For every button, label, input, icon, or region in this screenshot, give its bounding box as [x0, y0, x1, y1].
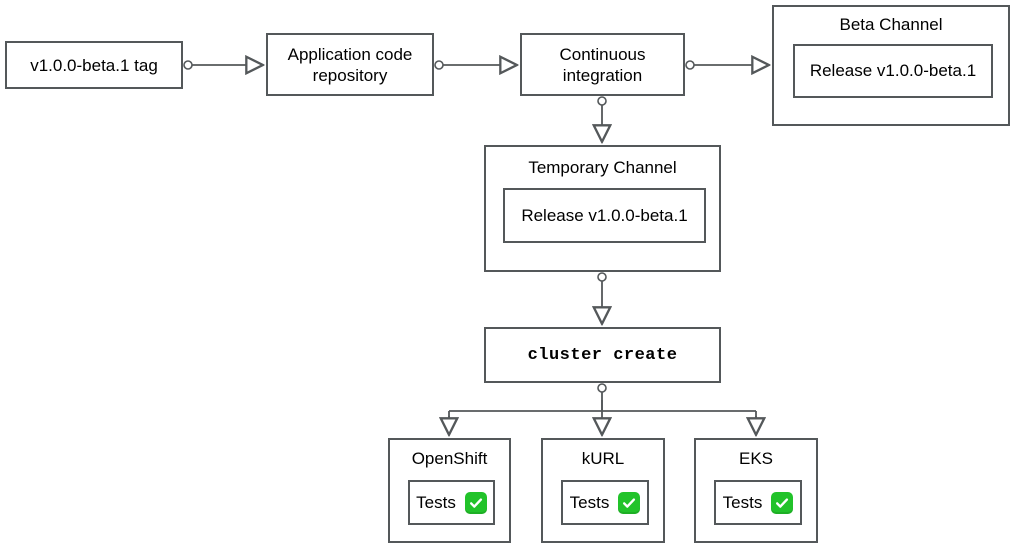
beta-channel-release-label: Release v1.0.0-beta.1: [809, 61, 977, 80]
kurl-tests-box[interactable]: Tests: [561, 480, 649, 525]
application-code-repository-label: Application code repository: [287, 44, 413, 85]
version-tag-node[interactable]: v1.0.0-beta.1 tag: [5, 41, 183, 89]
eks-tests-box[interactable]: Tests: [714, 480, 802, 525]
beta-channel-container[interactable]: Beta Channel Release v1.0.0-beta.1: [772, 5, 1010, 126]
continuous-integration-node[interactable]: Continuous integration: [520, 33, 685, 96]
edge-continuous-integration-to-beta-channel: [685, 61, 768, 69]
openshift-tests-label: Tests: [416, 492, 456, 512]
application-code-repository-node[interactable]: Application code repository: [266, 33, 434, 96]
openshift-title: OpenShift: [411, 449, 488, 468]
cluster-create-node[interactable]: cluster create: [484, 327, 721, 383]
openshift-tests-box[interactable]: Tests: [408, 480, 495, 525]
cluster-create-label: cluster create: [527, 345, 678, 365]
edge-repository-to-continuous-integration: [434, 61, 516, 69]
edge-continuous-integration-to-temporary-channel: [598, 96, 606, 141]
openshift-container[interactable]: OpenShift Tests: [388, 438, 511, 543]
edge-tag-to-repository: [183, 61, 262, 69]
beta-channel-title: Beta Channel: [839, 15, 943, 34]
eks-title: EKS: [738, 449, 774, 468]
temporary-channel-release-label: Release v1.0.0-beta.1: [521, 205, 688, 225]
check-mark-button-icon: [771, 491, 794, 514]
kurl-title: kURL: [581, 449, 625, 468]
kurl-tests-label: Tests: [569, 492, 610, 512]
temporary-channel-container[interactable]: Temporary Channel Release v1.0.0-beta.1: [484, 145, 721, 272]
continuous-integration-label: Continuous integration: [559, 44, 646, 85]
temporary-channel-title: Temporary Channel: [528, 158, 677, 177]
kurl-container[interactable]: kURL Tests: [541, 438, 665, 543]
check-mark-button-icon: [464, 491, 487, 514]
temporary-channel-release-box[interactable]: Release v1.0.0-beta.1: [503, 188, 706, 243]
version-tag-label: v1.0.0-beta.1 tag: [30, 55, 158, 75]
edge-cluster-create-to-platforms: [449, 383, 756, 434]
eks-tests-label: Tests: [722, 492, 763, 512]
check-mark-button-icon: [618, 491, 641, 514]
edge-temporary-channel-to-cluster-create: [598, 272, 606, 323]
eks-container[interactable]: EKS Tests: [694, 438, 818, 543]
beta-channel-release-box[interactable]: Release v1.0.0-beta.1: [793, 44, 993, 98]
